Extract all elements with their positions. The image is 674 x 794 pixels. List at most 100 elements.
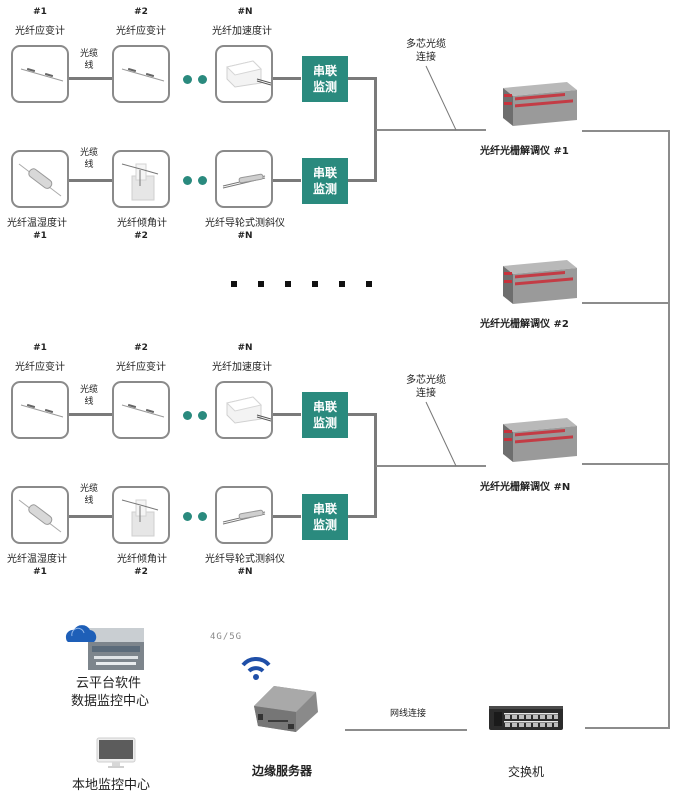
cable-line bbox=[273, 77, 301, 80]
leader-line bbox=[425, 401, 457, 467]
cable-line bbox=[273, 515, 301, 518]
sensor-name: 光纤倾角计 bbox=[117, 554, 167, 565]
network-switch[interactable] bbox=[488, 704, 564, 736]
sensor-card[interactable] bbox=[11, 381, 69, 439]
demodN-link bbox=[582, 463, 670, 465]
demod2-link bbox=[582, 302, 670, 304]
demodulator-icon bbox=[503, 260, 577, 304]
sensor-card[interactable] bbox=[11, 45, 69, 103]
ethernet-line bbox=[345, 729, 467, 731]
serial-monitor-button[interactable]: 串联 监测 bbox=[302, 158, 348, 204]
continuation-dot bbox=[198, 75, 207, 84]
cable-line bbox=[69, 413, 112, 416]
monitor-icon bbox=[96, 737, 136, 768]
sensor-name: 光纤加速度计 bbox=[212, 362, 272, 373]
ellipsis-dot bbox=[231, 281, 237, 287]
ellipsis-dot bbox=[258, 281, 264, 287]
sensor-number: #N bbox=[237, 343, 253, 353]
cable-line bbox=[69, 179, 112, 182]
edge-server-label: 边缘服务器 bbox=[252, 764, 313, 778]
bus-line bbox=[348, 515, 376, 518]
sensor-card[interactable] bbox=[11, 486, 69, 544]
cable-line bbox=[273, 179, 301, 182]
ethernet-label: 网线连接 bbox=[390, 709, 427, 719]
sensor-number: #1 bbox=[33, 567, 47, 577]
cloud-label-line1: 云平台软件 bbox=[76, 676, 142, 691]
edge-server[interactable] bbox=[250, 682, 322, 738]
sensor-number: #N bbox=[237, 567, 253, 577]
cable-line bbox=[273, 413, 301, 416]
inclinometer-icon bbox=[114, 163, 168, 210]
strain-gauge-icon bbox=[13, 67, 67, 105]
sensor-number: #2 bbox=[134, 567, 148, 577]
network-label: 4G/5G bbox=[210, 632, 243, 642]
demodulator-label: 光纤光栅解调仪 #N bbox=[480, 482, 571, 493]
continuation-dot bbox=[198, 411, 207, 420]
cable-label: 光缆 线 bbox=[79, 484, 98, 506]
sensor-card[interactable] bbox=[215, 486, 273, 544]
sensor-name: 光纤导轮式测斜仪 bbox=[205, 218, 285, 229]
continuation-dot bbox=[183, 176, 192, 185]
multicore-line bbox=[376, 129, 486, 131]
demodulator-n[interactable] bbox=[497, 416, 579, 472]
ellipsis-dot bbox=[339, 281, 345, 287]
sensor-name: 光纤加速度计 bbox=[212, 26, 272, 37]
accelerometer-icon bbox=[217, 396, 272, 441]
sensor-card[interactable] bbox=[215, 45, 273, 103]
sensor-card[interactable] bbox=[112, 150, 170, 208]
demodulator-1[interactable] bbox=[497, 80, 579, 136]
guide-wheel-inclinometer-icon bbox=[217, 173, 271, 210]
cable-label: 光缆 线 bbox=[79, 148, 98, 170]
switch-label: 交换机 bbox=[508, 765, 545, 779]
demodulator-icon bbox=[503, 418, 577, 462]
local-monitor[interactable] bbox=[96, 737, 136, 773]
ellipsis-dot bbox=[366, 281, 372, 287]
switch-trunk-link bbox=[585, 727, 670, 729]
cable-label: 光缆 线 bbox=[79, 385, 98, 407]
cloud-icon bbox=[65, 625, 144, 670]
bus-line bbox=[348, 413, 376, 416]
demodulator-2[interactable] bbox=[497, 258, 579, 312]
continuation-dot bbox=[198, 176, 207, 185]
bus-line bbox=[348, 77, 376, 80]
serial-monitor-button[interactable]: 串联 监测 bbox=[302, 392, 348, 438]
bus-line bbox=[348, 179, 376, 182]
leader-line bbox=[425, 65, 457, 131]
cloud-platform[interactable] bbox=[62, 616, 146, 676]
sensor-card[interactable] bbox=[112, 486, 170, 544]
serial-monitor-button[interactable]: 串联 监测 bbox=[302, 494, 348, 540]
sensor-number: #N bbox=[237, 231, 253, 241]
sensor-card[interactable] bbox=[11, 150, 69, 208]
ellipsis-dot bbox=[285, 281, 291, 287]
sensor-card[interactable] bbox=[215, 150, 273, 208]
sensor-number: #2 bbox=[134, 231, 148, 241]
continuation-dot bbox=[198, 512, 207, 521]
local-monitor-label: 本地监控中心 bbox=[72, 778, 151, 793]
sensor-name: 光纤温湿度计 bbox=[7, 554, 67, 565]
serial-monitor-button[interactable]: 串联 监测 bbox=[302, 56, 348, 102]
continuation-dot bbox=[183, 512, 192, 521]
guide-wheel-inclinometer-icon bbox=[217, 509, 271, 546]
sensor-card[interactable] bbox=[112, 381, 170, 439]
sensor-name: 光纤应变计 bbox=[15, 362, 65, 373]
sensor-card[interactable] bbox=[112, 45, 170, 103]
sensor-name: 光纤应变计 bbox=[15, 26, 65, 37]
thermo-hygrometer-icon bbox=[13, 499, 67, 546]
sensor-name: 光纤应变计 bbox=[116, 362, 166, 373]
sensor-number: #2 bbox=[134, 7, 148, 17]
demodulator-label: 光纤光栅解调仪 #1 bbox=[480, 146, 569, 157]
edge-server-icon bbox=[254, 686, 318, 732]
sensor-number: #1 bbox=[33, 7, 47, 17]
multicore-line bbox=[376, 465, 486, 467]
accelerometer-icon bbox=[217, 60, 272, 105]
thermo-hygrometer-icon bbox=[13, 163, 67, 210]
demodulator-icon bbox=[503, 82, 577, 126]
wifi-icon bbox=[240, 655, 272, 685]
demod1-link bbox=[582, 130, 670, 132]
demodulator-2-label: 光纤光栅解调仪 #2 bbox=[480, 319, 569, 330]
switch-icon bbox=[489, 706, 563, 730]
sensor-card[interactable] bbox=[215, 381, 273, 439]
cloud-label-line2: 数据监控中心 bbox=[71, 694, 150, 709]
cable-label: 光缆 线 bbox=[79, 49, 98, 71]
sensor-name: 光纤倾角计 bbox=[117, 218, 167, 229]
